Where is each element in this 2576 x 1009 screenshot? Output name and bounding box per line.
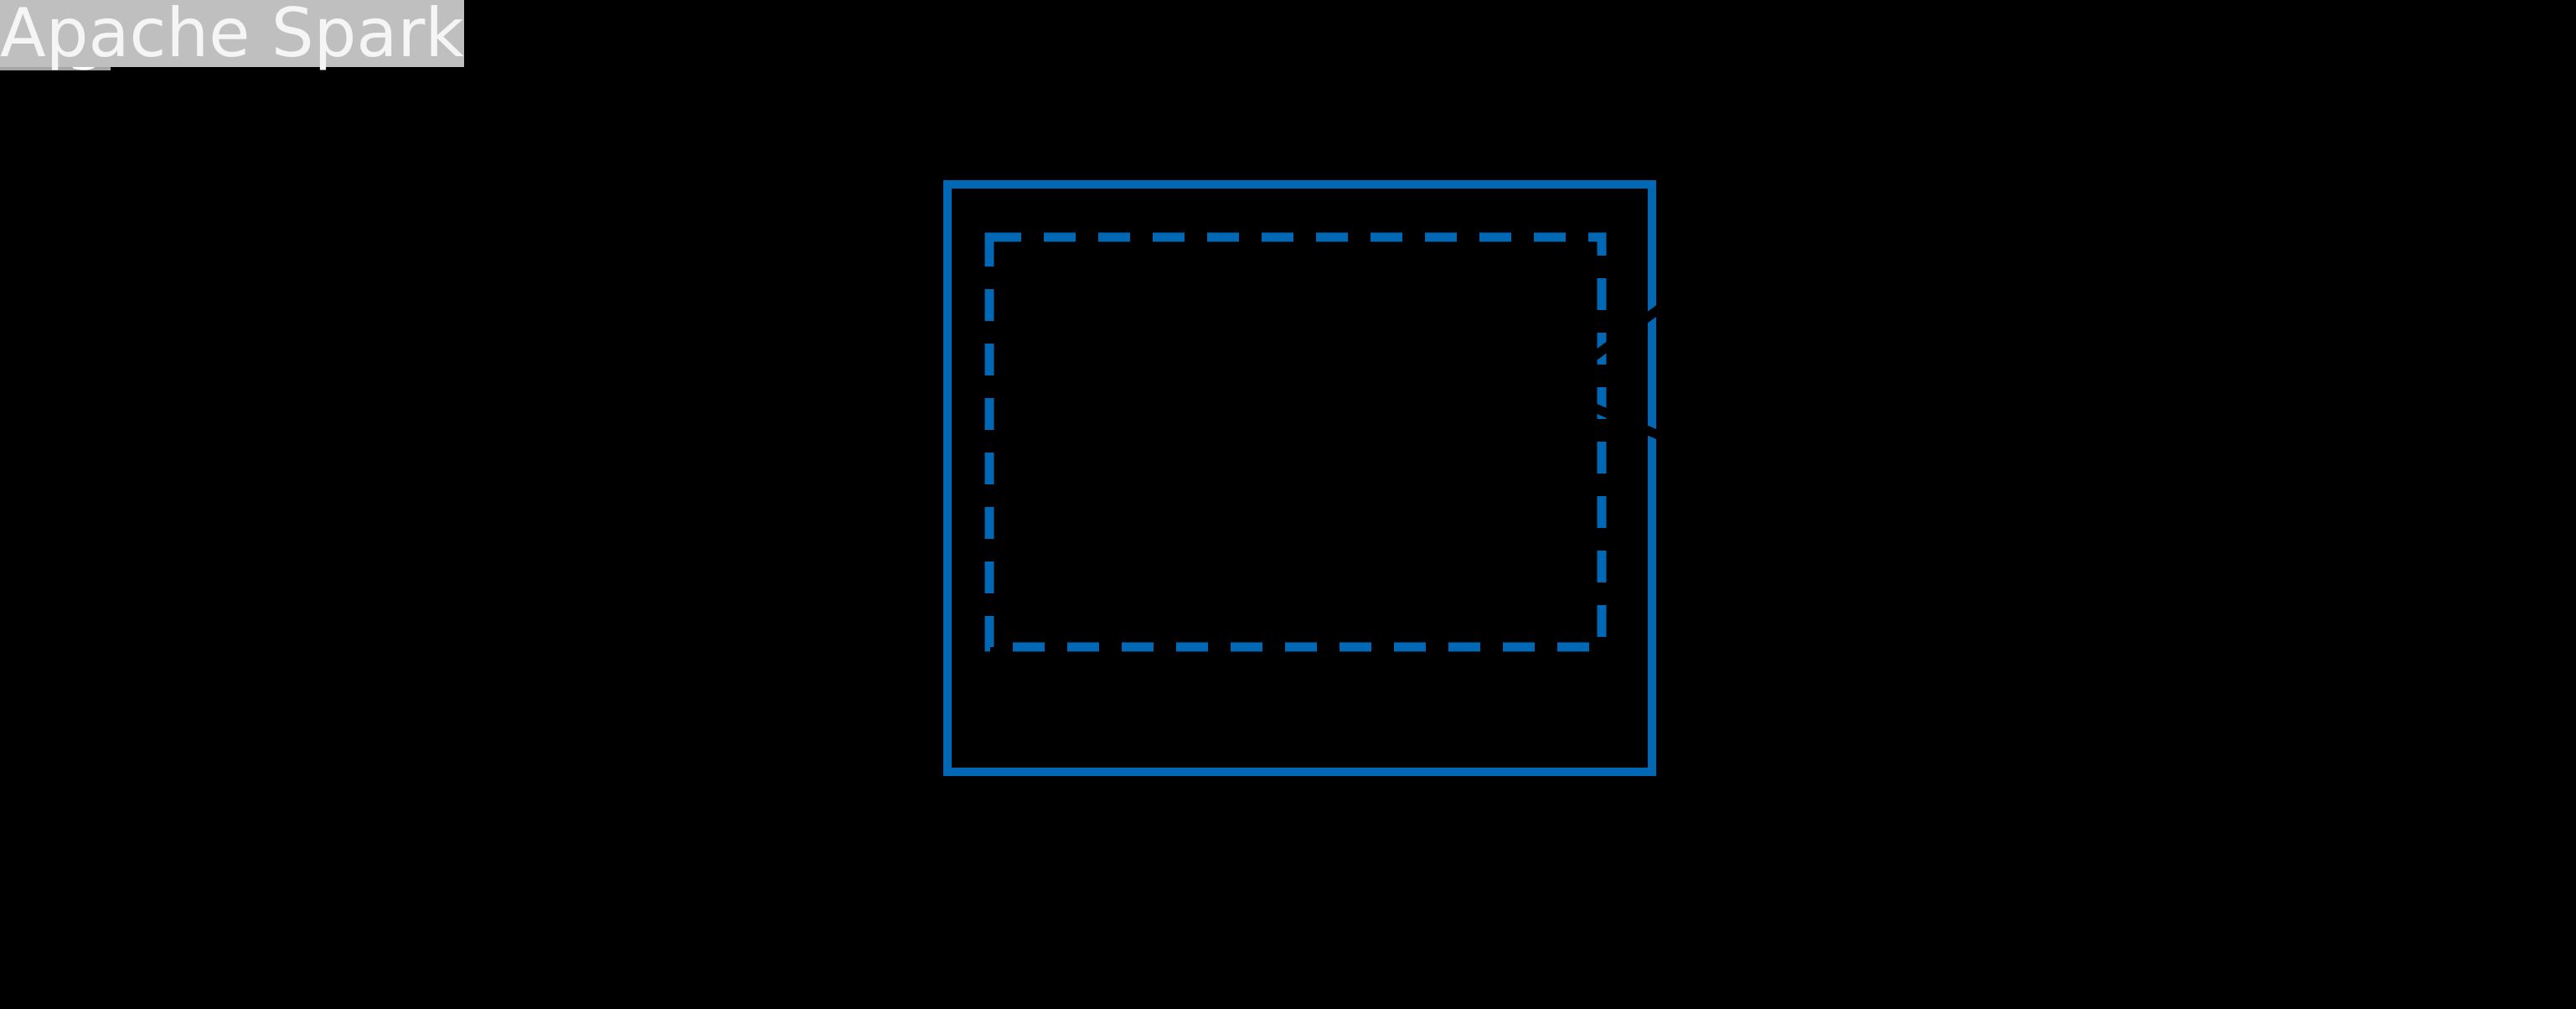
connector-line-sgx-to-enclave <box>529 466 912 520</box>
connector-dot-app <box>1542 381 1557 396</box>
connector-dot-sgx <box>519 508 534 523</box>
arrowhead-icon <box>906 453 942 486</box>
enclave-solid-border <box>943 180 1656 776</box>
connector-line-spark-to-app <box>1547 384 2013 590</box>
apache-spark-box: Apache Spark <box>0 0 464 67</box>
enclave-dashed-border <box>984 232 1607 652</box>
apache-spark-label: Apache Spark <box>0 0 464 72</box>
connector-line-userapps-to-app <box>1546 48 2014 393</box>
